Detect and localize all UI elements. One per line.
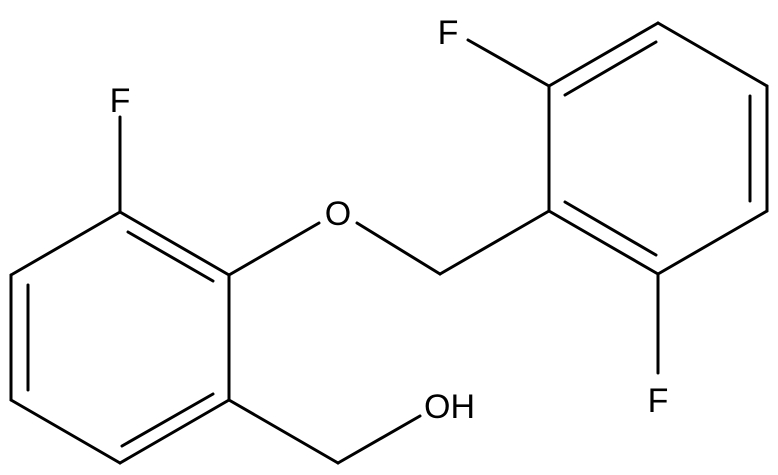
ether-oxygen-label: O	[325, 195, 351, 233]
bond-c-f-top	[466, 38, 551, 88]
bond	[118, 210, 231, 277]
fluorine-label-left: F	[110, 82, 131, 120]
fluorine-label-top-right: F	[438, 14, 459, 52]
bond	[120, 392, 215, 448]
bond	[126, 230, 215, 283]
hydroxyl-label: OH	[424, 388, 475, 426]
fluorine-label-bottom-right: F	[648, 382, 669, 420]
bond	[118, 398, 231, 465]
bond	[656, 209, 769, 276]
bond-o-ch2	[355, 221, 442, 276]
left-benzene-ring	[9, 210, 231, 465]
bond	[563, 40, 658, 97]
bond-ch2-c-ring	[438, 209, 551, 276]
bond	[9, 398, 122, 465]
bond	[656, 21, 769, 88]
bond	[547, 209, 660, 276]
right-benzene-ring	[547, 21, 769, 276]
bond-ch2-oh	[336, 414, 422, 465]
bond	[547, 21, 660, 88]
bond-c-ch2oh	[227, 398, 340, 465]
bond	[563, 200, 658, 257]
bond-c-o-ether	[227, 221, 321, 277]
bond	[9, 210, 122, 277]
